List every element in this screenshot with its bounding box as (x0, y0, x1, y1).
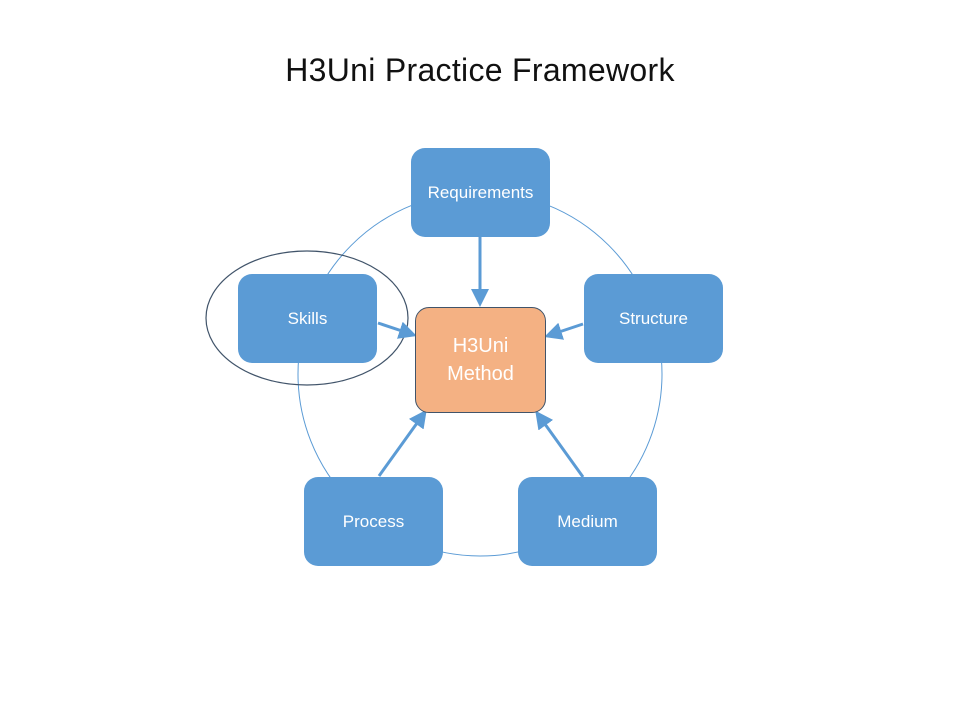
node-structure-label: Structure (619, 308, 688, 328)
node-process: Process (304, 477, 443, 566)
center-node-line2: Method (447, 363, 514, 385)
slide-title: H3Uni Practice Framework (285, 52, 675, 88)
node-skills-label: Skills (287, 308, 328, 328)
center-node-h3uni-method: H3Uni Method (415, 307, 546, 413)
node-medium-label: Medium (557, 511, 618, 531)
arrow-skills (377, 321, 417, 339)
node-process-label: Process (342, 511, 405, 531)
node-structure: Structure (584, 274, 723, 363)
highlight-ellipse (205, 250, 409, 386)
center-node-line1: H3Uni (452, 335, 509, 357)
arrow-process (377, 409, 427, 477)
node-skills: Skills (238, 274, 377, 363)
arrow-medium (535, 410, 585, 478)
node-requirements-label: Requirements (427, 182, 534, 202)
arrow-structure (544, 322, 584, 340)
node-medium: Medium (518, 477, 657, 566)
node-requirements: Requirements (411, 148, 550, 237)
